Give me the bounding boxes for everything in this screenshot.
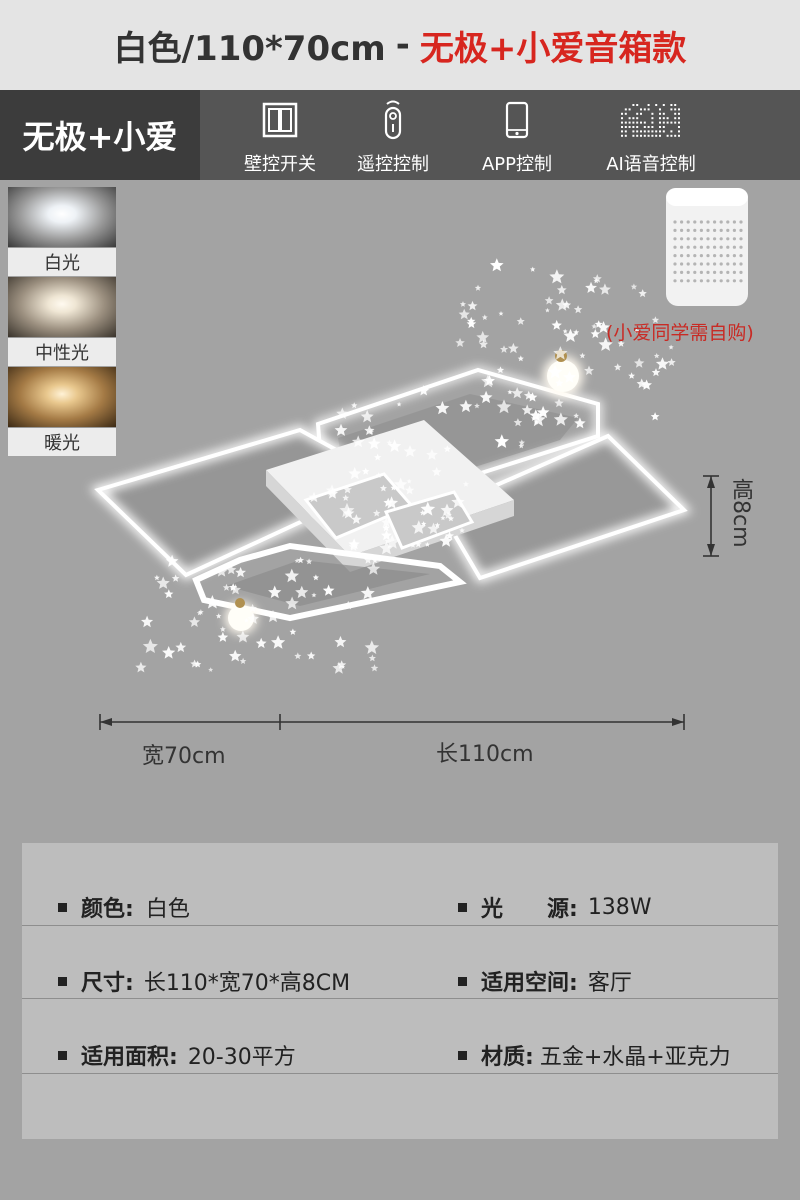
spec-material: 材质: 五金+水晶+亚克力 xyxy=(458,1039,731,1071)
bullet-icon xyxy=(58,902,67,912)
spec-area: 适用面积: 20-30平方 xyxy=(58,1039,296,1071)
feature-label: APP控制 xyxy=(481,154,553,175)
spec-key: 颜色: xyxy=(81,897,134,922)
spec-value: 20-30平方 xyxy=(187,1045,296,1070)
bullet-icon xyxy=(58,1050,67,1060)
spec-size: 尺寸: 长110*宽70*高8CM xyxy=(58,965,350,997)
smart-speaker-image xyxy=(666,188,748,306)
title-dash: - xyxy=(395,25,410,65)
spec-value: 白色 xyxy=(145,897,190,922)
page-title: 白色/110*70cm - 无极+小爱音箱款 xyxy=(0,0,800,90)
wall-switch-icon xyxy=(220,100,340,140)
spec-value: 客厅 xyxy=(587,971,632,996)
feature-label: 壁控开关 xyxy=(244,154,316,175)
bullet-icon xyxy=(458,902,467,912)
mode-label: 无极+小爱 xyxy=(0,90,200,180)
light-mode-neutral: 中性光 xyxy=(8,277,116,366)
light-mode-label: 暖光 xyxy=(8,427,116,456)
length-label: 长110cm xyxy=(436,742,534,767)
spec-divider xyxy=(22,1073,778,1074)
bullet-icon xyxy=(458,1050,467,1060)
spec-key: 光 源: xyxy=(481,897,578,922)
smartphone-icon xyxy=(457,100,577,140)
light-mode-white: 白光 xyxy=(8,187,116,276)
light-mode-label: 中性光 xyxy=(8,337,116,366)
feature-app: APP控制 xyxy=(457,100,577,176)
spec-space: 适用空间: 客厅 xyxy=(458,965,632,997)
title-accent: 无极+小爱音箱款 xyxy=(419,28,687,69)
feature-remote: 遥控控制 xyxy=(333,100,453,176)
spec-power: 光 源: 138W xyxy=(458,891,652,923)
warm-light-glow xyxy=(8,367,116,427)
feature-bar: 无极+小爱 壁控开关 遥控控制 xyxy=(0,90,800,180)
spec-key: 材质: xyxy=(481,1045,534,1070)
spec-value: 长110*宽70*高8CM xyxy=(143,971,351,996)
spec-panel: 颜色: 白色 光 源: 138W 尺寸: 长110*宽70*高8CM 适用空间:… xyxy=(22,843,778,1139)
spec-divider xyxy=(22,925,778,926)
feature-ai-voice: AI语音控制 xyxy=(591,100,711,176)
height-label: 高8cm xyxy=(728,478,753,548)
spec-key: 适用空间: xyxy=(481,971,578,996)
white-light-glow xyxy=(8,187,116,247)
ceiling-lamp-image xyxy=(89,258,693,674)
spec-color: 颜色: 白色 xyxy=(58,891,190,923)
product-illustration xyxy=(89,188,748,730)
bullet-icon xyxy=(58,976,67,986)
title-main: 白色/110*70cm xyxy=(113,28,386,69)
spec-divider xyxy=(22,998,778,999)
feature-label: AI语音控制 xyxy=(606,154,696,175)
voice-dots-icon xyxy=(591,100,711,140)
spec-key: 尺寸: xyxy=(81,971,134,996)
dimension-lines xyxy=(99,475,719,730)
feature-label: 遥控控制 xyxy=(357,154,429,175)
bullet-icon xyxy=(458,976,467,986)
width-label: 宽70cm xyxy=(142,744,226,769)
light-mode-warm: 暖光 xyxy=(8,367,116,456)
feature-wall-switch: 壁控开关 xyxy=(220,100,340,176)
remote-control-icon xyxy=(333,100,453,140)
light-mode-label: 白光 xyxy=(8,247,116,276)
spec-key: 适用面积: xyxy=(81,1045,178,1070)
speaker-note: (小爱同学需自购) xyxy=(606,322,754,344)
neutral-light-glow xyxy=(8,277,116,337)
spec-value: 138W xyxy=(587,894,652,920)
spec-value: 五金+水晶+亚克力 xyxy=(539,1045,731,1070)
